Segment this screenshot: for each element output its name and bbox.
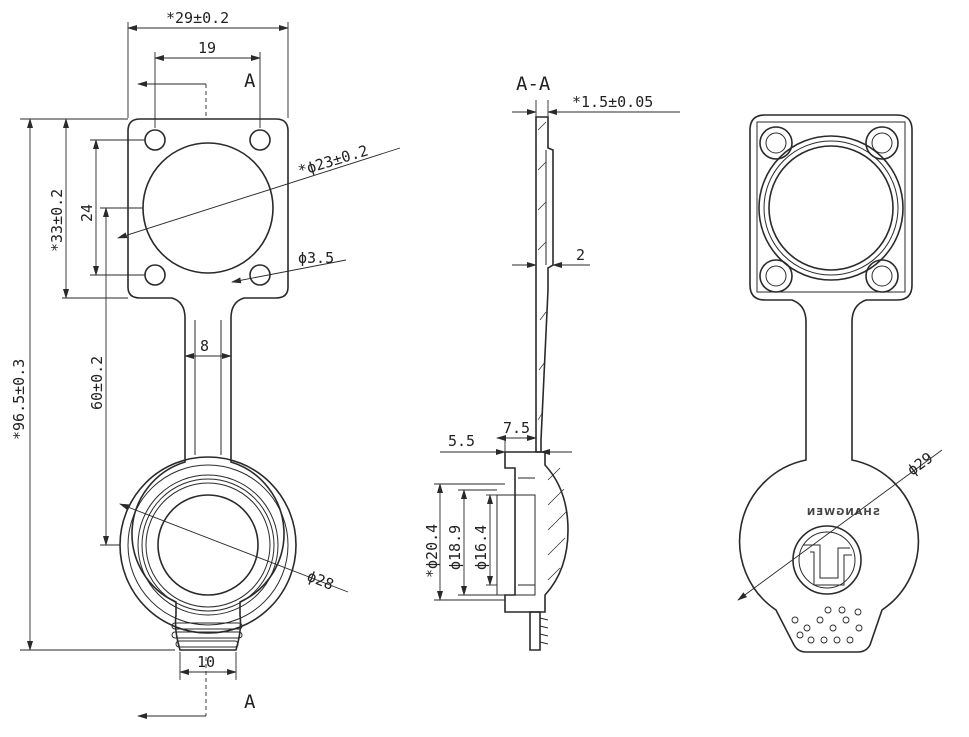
dim-hole-diameter: ϕ3.5 (298, 249, 334, 267)
pull-tab-grip (171, 622, 243, 648)
dim-hole-spacing-y: 24 (78, 204, 96, 222)
dim-cap-diameter: ϕ28 (305, 567, 337, 594)
mounting-hole-tr (249, 129, 271, 151)
brand-logo (792, 525, 862, 595)
front-part-outline (127, 118, 289, 651)
brand-text: SHANGWEN (806, 507, 880, 518)
dim-depth-a: 5.5 (448, 432, 475, 450)
section-title: A-A (516, 73, 551, 95)
dim-depth-b: 7.5 (503, 419, 530, 437)
section-plug-body (504, 451, 569, 613)
dim-strap-width: 8 (200, 337, 209, 355)
back-part-outline (738, 114, 920, 653)
dim-tab-width: 10 (197, 653, 215, 671)
cap-ring-inner (157, 494, 259, 596)
back-view: SHANGWEN ϕ29 (737, 114, 943, 653)
section-view: A-A (423, 73, 680, 651)
back-mounting-holes (759, 126, 899, 293)
dim-overall-length: *96.5±0.3 (10, 359, 28, 440)
dim-flange-height: *33±0.2 (48, 189, 66, 252)
section-plug-inner (496, 494, 536, 596)
mounting-hole-bl (144, 264, 166, 286)
dim-hole-spacing-x: 19 (198, 39, 216, 57)
dim-dia-mid: ϕ18.9 (446, 525, 464, 570)
grip-dots (791, 606, 863, 644)
dim-plate-thickness: *1.5±0.05 (572, 93, 653, 111)
dim-dia-outer: *ϕ20.4 (423, 524, 441, 578)
front-view: A A *29±0.2 19 *96.5±0.3 *33±0.2 24 (10, 9, 401, 719)
dim-bore-diameter: *ϕ23±0.2 (296, 141, 370, 179)
section-label-a-top: A (244, 70, 256, 92)
mounting-hole-tl (144, 129, 166, 151)
dim-rib: 2 (576, 246, 585, 264)
front-bore-circle (142, 142, 274, 274)
section-label-a-bottom: A (244, 691, 256, 713)
section-plate (535, 116, 554, 453)
dim-center-distance: 60±0.2 (88, 356, 106, 410)
dim-dia-inner: ϕ16.4 (472, 525, 490, 570)
dim-overall-width: *29±0.2 (166, 9, 229, 27)
